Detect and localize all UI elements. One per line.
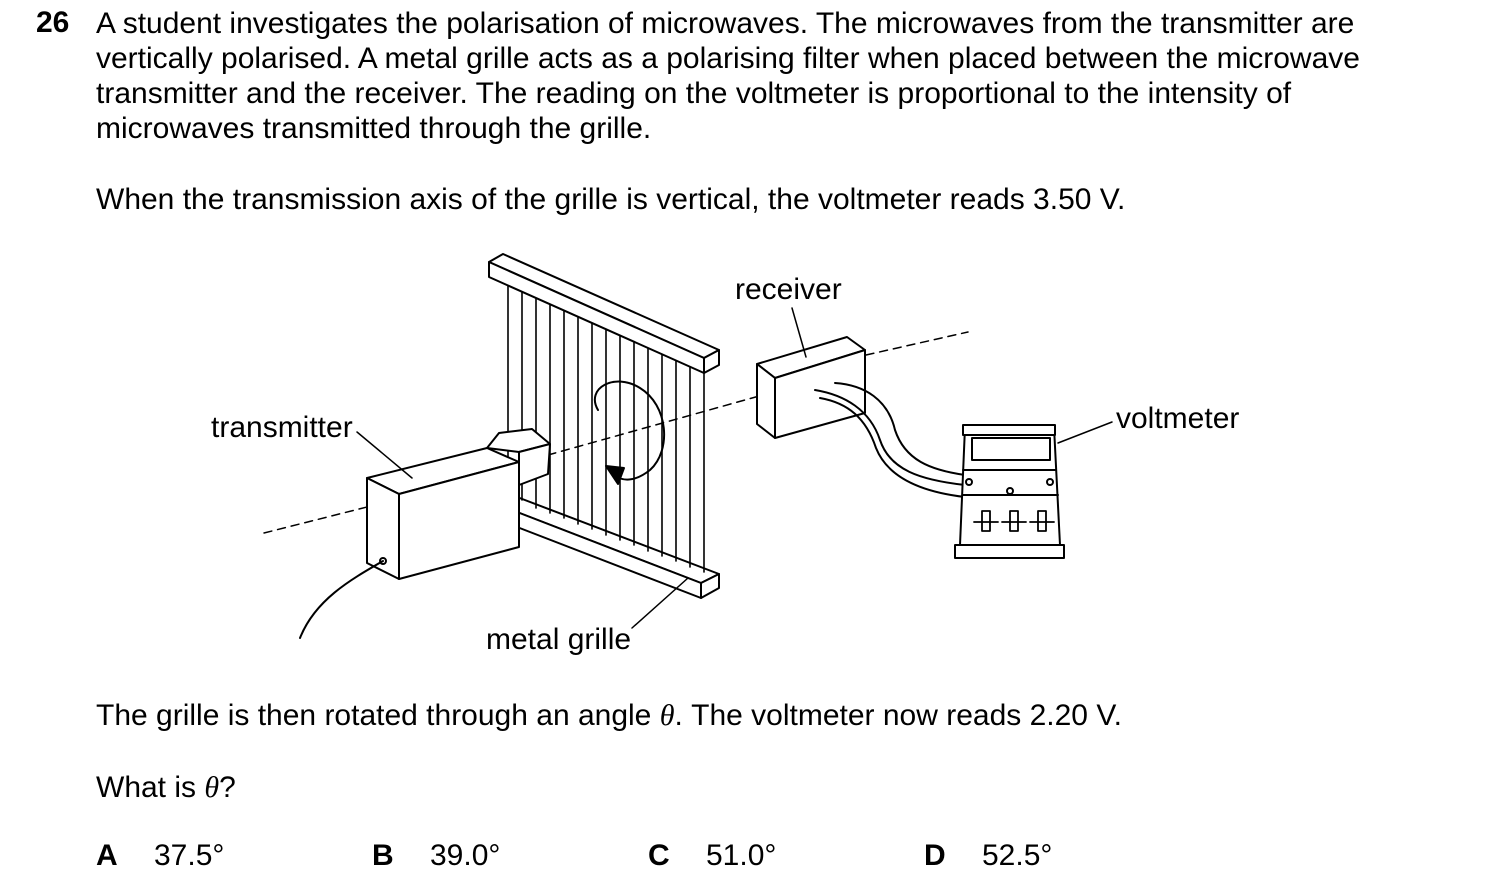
receiver-cable	[814, 382, 966, 498]
option-a-letter: A	[96, 839, 118, 872]
grille-rods	[507, 279, 705, 573]
option-d-value: 52.5°	[982, 839, 1053, 872]
question-text-before: What is	[96, 771, 205, 804]
question-number: 26	[36, 6, 70, 39]
voltmeter-body	[954, 424, 1065, 559]
option-c-letter: C	[648, 839, 670, 872]
beam-axis-line	[263, 331, 969, 534]
grille-top-bar	[488, 253, 720, 374]
question-text-after: ?	[219, 771, 236, 804]
rotation-arrow	[593, 380, 666, 485]
theta-symbol-question: θ	[204, 771, 220, 804]
receiver-label: receiver	[735, 273, 842, 306]
option-b-letter: B	[372, 839, 394, 872]
option-b[interactable]: B 39.0°	[372, 838, 500, 873]
receiver-box	[756, 336, 866, 439]
option-d-letter: D	[924, 839, 946, 872]
question-intro: A student investigates the polarisation …	[96, 7, 1360, 145]
label-leader-lines	[356, 307, 1113, 629]
rotated-text-before: The grille is then rotated through an an…	[96, 699, 660, 732]
option-c-value: 51.0°	[706, 839, 777, 872]
question-prompt: What is θ?	[96, 770, 1416, 805]
grille-bottom-bar	[516, 496, 720, 599]
option-a[interactable]: A 37.5°	[96, 838, 224, 873]
rotated-reading-statement: The grille is then rotated through an an…	[96, 698, 1416, 733]
metal-grille-label: metal grille	[486, 623, 632, 656]
option-a-value: 37.5°	[154, 839, 225, 872]
voltmeter-label: voltmeter	[1116, 402, 1240, 435]
option-c[interactable]: C 51.0°	[648, 838, 776, 873]
transmitter-label: transmitter	[211, 411, 353, 444]
option-d[interactable]: D 52.5°	[924, 838, 1052, 873]
vertical-reading-statement: When the transmission axis of the grille…	[96, 183, 1126, 216]
option-b-value: 39.0°	[430, 839, 501, 872]
rotated-text-after: . The voltmeter now reads 2.20 V.	[674, 699, 1122, 732]
theta-symbol: θ	[659, 699, 675, 732]
transmitter-box	[299, 447, 520, 639]
transmitter-horn	[486, 428, 551, 486]
